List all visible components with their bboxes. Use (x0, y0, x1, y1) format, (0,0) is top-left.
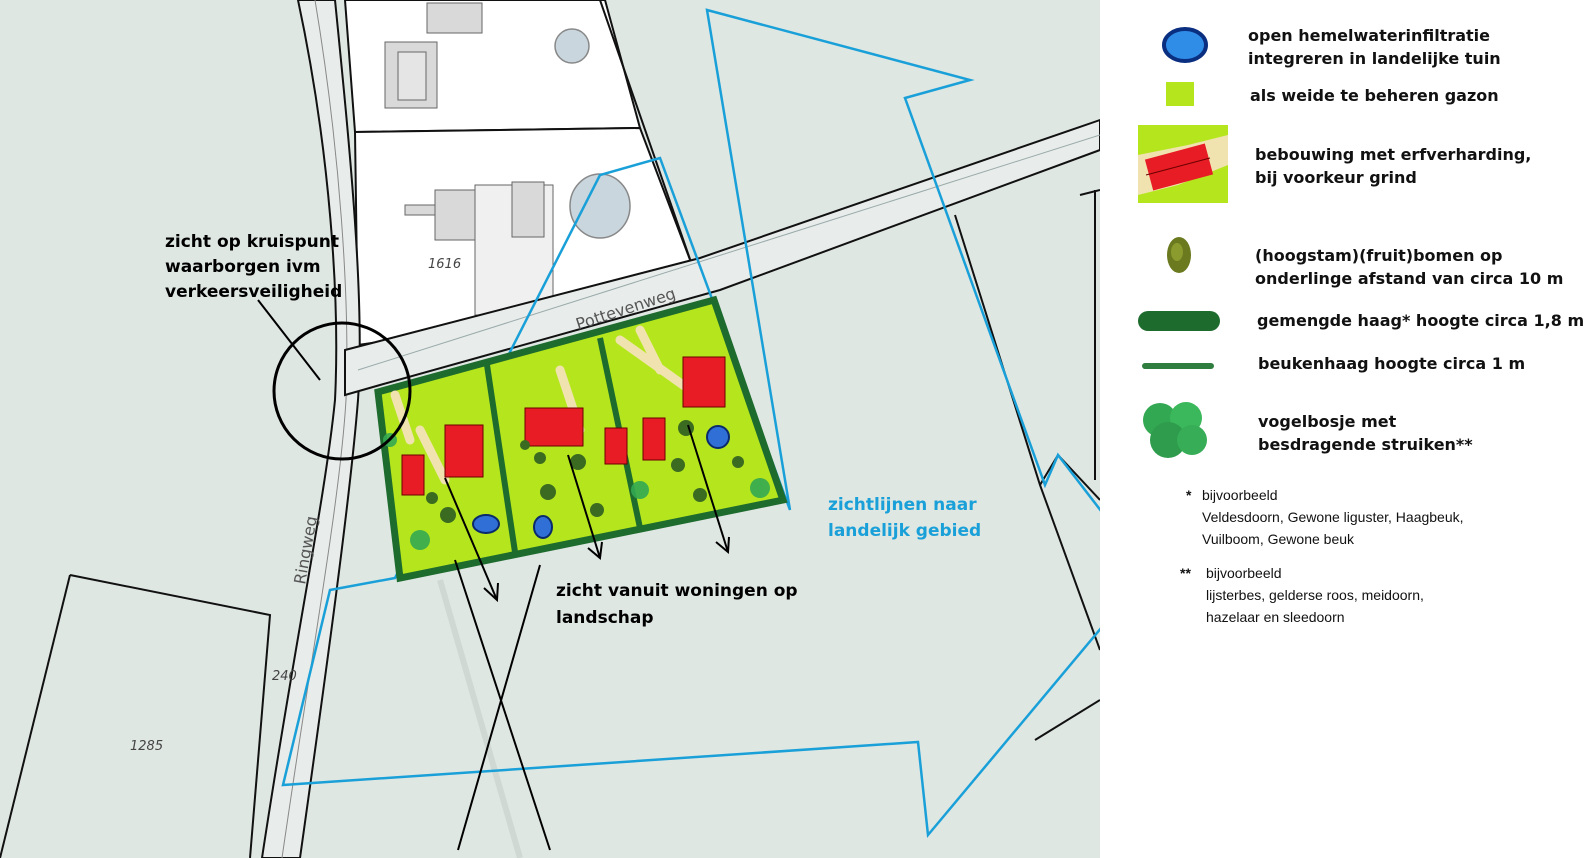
bird-shrub-icon (1143, 402, 1207, 458)
landscape-view-annotation: zicht vanuit woningen op landschap (556, 581, 798, 628)
crossing-view-annotation: zicht op kruispunt waarborgen ivm verkee… (165, 232, 342, 302)
pottevenweg-road (344, 118, 1100, 397)
intersection-circle (272, 321, 412, 461)
sightline-area-north (281, 8, 1100, 839)
svg-text:landschap: landschap (556, 608, 654, 628)
ringweg-road (260, 0, 361, 858)
sightlines-annotation: zichtlijnen naar landelijk gebied (828, 495, 981, 541)
parcel-boundary (437, 579, 523, 858)
legend-item-bird-shrub: vogelbosje met besdragende struiken** (1258, 412, 1473, 454)
crossing-annotation-pointer (257, 299, 321, 381)
legend-item-building: bebouwing met erfverharding, bij voorkeu… (1255, 145, 1532, 187)
water-infiltration-icon (1162, 27, 1208, 63)
building-icon (1138, 125, 1228, 203)
water-infiltration (472, 425, 730, 539)
bird-shrubs (383, 433, 770, 550)
tree-icon (1167, 237, 1191, 273)
new-buildings (401, 356, 726, 496)
plot-boundary (599, 0, 693, 266)
existing-ponds (554, 28, 631, 239)
view-arrows (444, 424, 730, 851)
legend-note-mixed-hedge: *bijvoorbeeld Veldesdoorn, Gewone ligust… (1186, 487, 1464, 547)
beech-hedge-icon (1142, 363, 1214, 369)
legend-item-beech-hedge: beukenhaag hoogte circa 1 m (1258, 354, 1526, 373)
legend-item-tree: (hoogstam)(fruit)bomen op onderlinge afs… (1255, 246, 1564, 288)
svg-text:zicht op kruispunt: zicht op kruispunt (165, 232, 339, 252)
parcel-number-1616: 1616 (428, 257, 461, 272)
parcel-number-240: 240 (272, 669, 297, 684)
svg-text:landelijk gebied: landelijk gebied (828, 521, 981, 541)
svg-text:zichtlijnen naar: zichtlijnen naar (828, 495, 977, 515)
legend-item-water: open hemelwaterinfiltratie integreren in… (1248, 26, 1501, 68)
legend-note-bird-shrub: **bijvoorbeeld lijsterbes, gelderse roos… (1180, 565, 1424, 625)
pottevenweg-center (357, 134, 1100, 371)
legend-panel: open hemelwaterinfiltratie integreren in… (1100, 0, 1588, 858)
svg-text:zicht vanuit woningen op: zicht vanuit woningen op (556, 581, 798, 601)
gravel-paths (390, 325, 695, 485)
legend-item-mixed-hedge: gemengde haag* hoogte circa 1,8 m (1257, 311, 1585, 330)
site-plan-map: Pottevenweg Ringweg 1616 1285 240 zicht … (0, 0, 1100, 858)
existing-buildings (384, 2, 554, 316)
fruit-trees (426, 420, 744, 523)
lawn-icon (1166, 82, 1194, 106)
svg-text:verkeersveiligheid: verkeersveiligheid (165, 282, 342, 302)
legend-item-lawn: als weide te beheren gazon (1250, 86, 1499, 105)
parcel-number-1285: 1285 (130, 739, 163, 754)
mixed-hedge-icon (1138, 311, 1220, 331)
parcel-boundaries (0, 189, 1100, 858)
svg-text:waarborgen ivm: waarborgen ivm (165, 257, 321, 277)
